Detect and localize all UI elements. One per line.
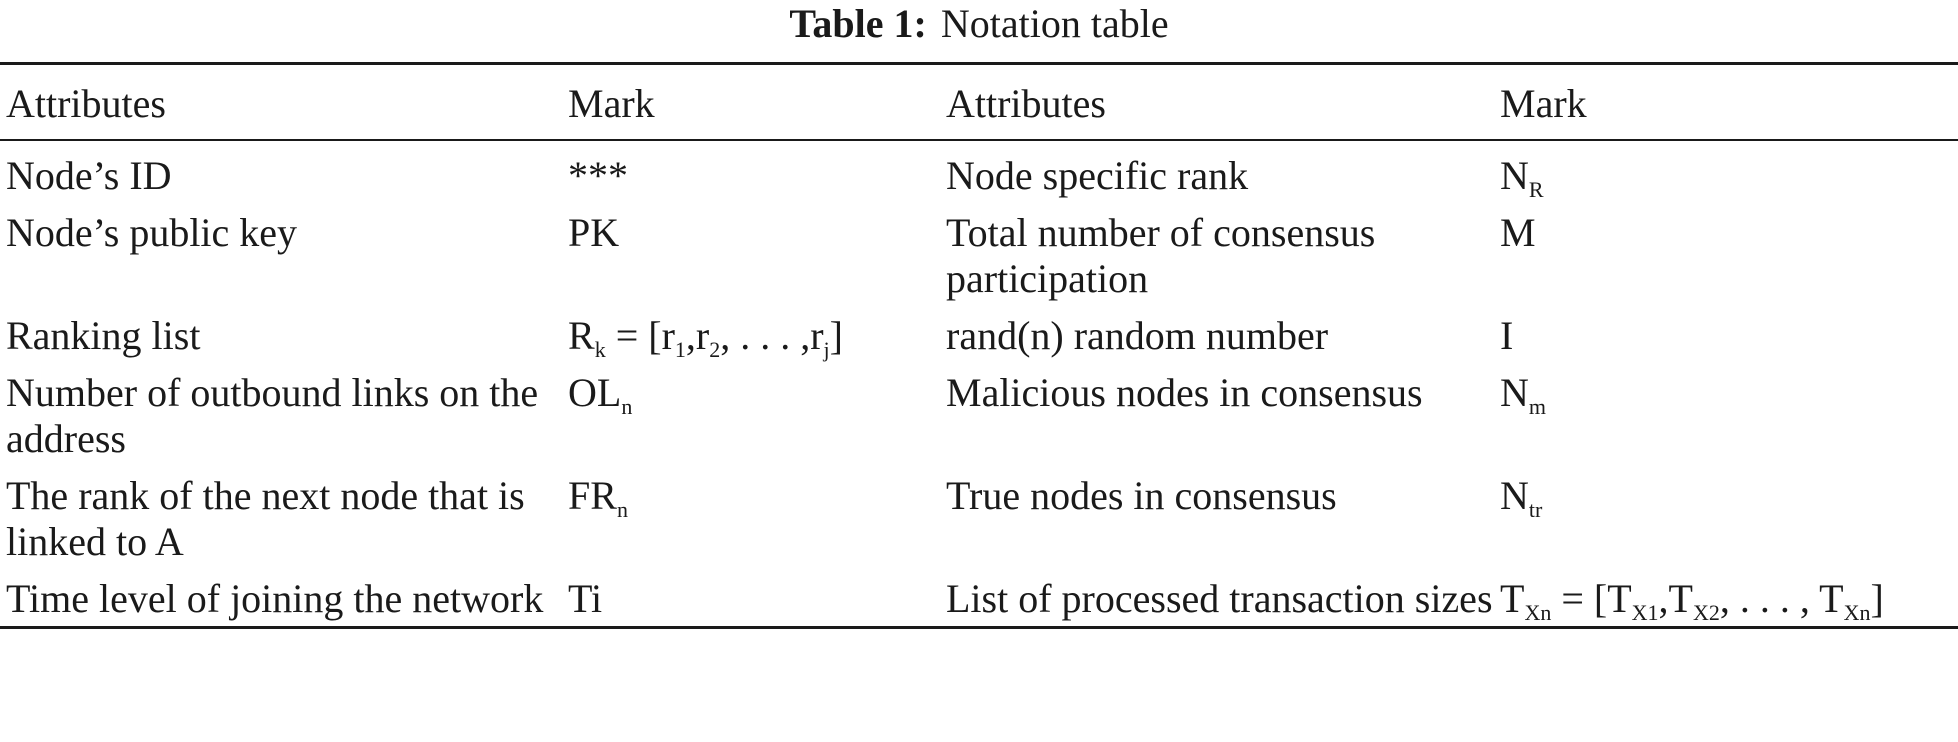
mark-text: N: [1500, 370, 1529, 415]
attribute-cell: Ranking list: [6, 313, 201, 358]
attribute-cell: Time level of joining the network: [6, 576, 544, 621]
mark-text: Ti: [568, 576, 603, 621]
mark-text: ]: [829, 313, 843, 358]
mark-cell: NR: [1494, 140, 1958, 210]
header-row: Attributes Mark Attributes Mark: [0, 63, 1958, 140]
mark-cell: PK: [562, 210, 940, 313]
mark-cell: ***: [562, 140, 940, 210]
mark-subscript: m: [1528, 394, 1547, 419]
mark-text: I: [1500, 313, 1514, 358]
table-caption: Table 1: Notation table: [0, 0, 1958, 52]
attribute-cell: Number of outbound links on the address: [6, 370, 539, 461]
mark-text: N: [1500, 473, 1529, 518]
table-row: Time level of joining the network Ti Lis…: [0, 576, 1958, 628]
table-row: Ranking list Rk = [r1,r2, . . . ,rj] ran…: [0, 313, 1958, 370]
caption-label: Table 1:: [789, 1, 927, 46]
table-row: Number of outbound links on the address …: [0, 370, 1958, 473]
mark-cell: FRn: [562, 473, 940, 576]
mark-subscript: Xn: [1524, 600, 1552, 625]
attribute-cell: The rank of the next node that is linked…: [6, 473, 525, 564]
mark-cell: Rk = [r1,r2, . . . ,rj]: [562, 313, 940, 370]
mark-cell: M: [1494, 210, 1958, 313]
mark-text: OL: [568, 370, 622, 415]
mark-text: , . . . , T: [1719, 576, 1844, 621]
mark-text: = [T: [1551, 576, 1632, 621]
mark-subscript: j: [823, 337, 830, 362]
mark-text: M: [1500, 210, 1536, 255]
mark-text: FR: [568, 473, 617, 518]
mark-subscript: n: [621, 394, 633, 419]
mark-cell: I: [1494, 313, 1958, 370]
mark-text: R: [568, 313, 595, 358]
header-attributes-left: Attributes: [6, 81, 166, 126]
notation-table: Attributes Mark Attributes Mark Node’s I…: [0, 62, 1958, 629]
mark-subscript: 2: [709, 337, 721, 362]
mark-subscript: X1: [1631, 600, 1659, 625]
attribute-cell: Node’s public key: [6, 210, 298, 255]
caption-title: Notation table: [940, 1, 1169, 46]
table-row: Node’s ID *** Node specific rank NR: [0, 140, 1958, 210]
header-mark-right: Mark: [1500, 81, 1587, 126]
mark-subscript: Xn: [1843, 600, 1871, 625]
mark-subscript: tr: [1528, 497, 1543, 522]
header-attributes-right: Attributes: [946, 81, 1106, 126]
attribute-cell: List of processed transaction sizes: [946, 576, 1493, 621]
mark-text: , . . . ,r: [720, 313, 824, 358]
header-mark-left: Mark: [568, 81, 655, 126]
attribute-cell: Total number of consensus participation: [946, 210, 1376, 301]
mark-text: ***: [568, 153, 628, 198]
mark-cell: Ntr: [1494, 473, 1958, 576]
attribute-cell: Malicious nodes in consensus: [946, 370, 1423, 415]
mark-cell: Nm: [1494, 370, 1958, 473]
table-row: The rank of the next node that is linked…: [0, 473, 1958, 576]
mark-text: ]: [1870, 576, 1884, 621]
mark-subscript: n: [616, 497, 628, 522]
mark-cell: TXn = [TX1,TX2, . . . , TXn]: [1494, 576, 1958, 628]
mark-text: = [r: [605, 313, 675, 358]
mark-cell: Ti: [562, 576, 940, 628]
table-header: Attributes Mark Attributes Mark: [0, 63, 1958, 140]
mark-text: PK: [568, 210, 620, 255]
attribute-cell: Node specific rank: [946, 153, 1249, 198]
table-row: Node’s public key PK Total number of con…: [0, 210, 1958, 313]
attribute-cell: Node’s ID: [6, 153, 172, 198]
mark-subscript: X2: [1692, 600, 1720, 625]
mark-text: N: [1500, 153, 1529, 198]
attribute-cell: True nodes in consensus: [946, 473, 1337, 518]
mark-text: T: [1500, 576, 1525, 621]
table-body: Node’s ID *** Node specific rank NR Node…: [0, 140, 1958, 628]
mark-cell: OLn: [562, 370, 940, 473]
attribute-cell: rand(n) random number: [946, 313, 1329, 358]
mark-text: ,r: [685, 313, 710, 358]
mark-text: ,T: [1658, 576, 1693, 621]
mark-subscript: 1: [674, 337, 686, 362]
mark-subscript: k: [594, 337, 606, 362]
mark-subscript: R: [1528, 177, 1544, 202]
